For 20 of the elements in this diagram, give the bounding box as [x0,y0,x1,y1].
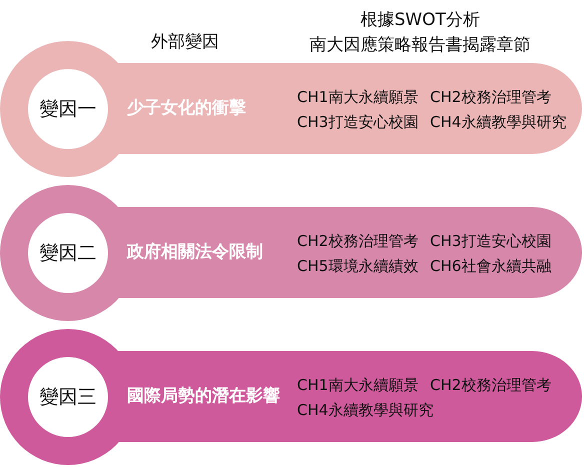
column-header: 外部變因 [151,31,219,53]
factor-title: 政府相關法令限制 [127,241,263,263]
chapter-label: CH3打造安心校園 [297,112,418,132]
column-header: 南大因應策略報告書揭露章節 [310,34,530,56]
chapter-label: CH4永續教學與研究 [430,112,566,132]
chapter-label: CH1南大永續願景 [297,375,418,395]
factor-circle: 變因二 [28,213,108,293]
chapter-label: CH5環境永續績效 [297,256,418,276]
factor-title: 國際局勢的潛在影響 [127,385,280,407]
chapter-label: CH1南大永續願景 [297,87,418,107]
chapter-label: CH2校務治理管考 [430,375,552,395]
chapter-label: CH6社會永續共融 [430,256,552,276]
chapter-label: CH4永續教學與研究 [297,400,434,420]
column-header: 根據SWOT分析 [360,9,480,31]
factor-title: 少子女化的衝擊 [127,97,246,119]
chapter-label: CH3打造安心校園 [430,231,552,251]
factor-circle: 變因三 [28,357,108,437]
chapter-label: CH2校務治理管考 [297,231,418,251]
chapter-label: CH2校務治理管考 [430,87,552,107]
factor-circle: 變因一 [28,69,108,149]
